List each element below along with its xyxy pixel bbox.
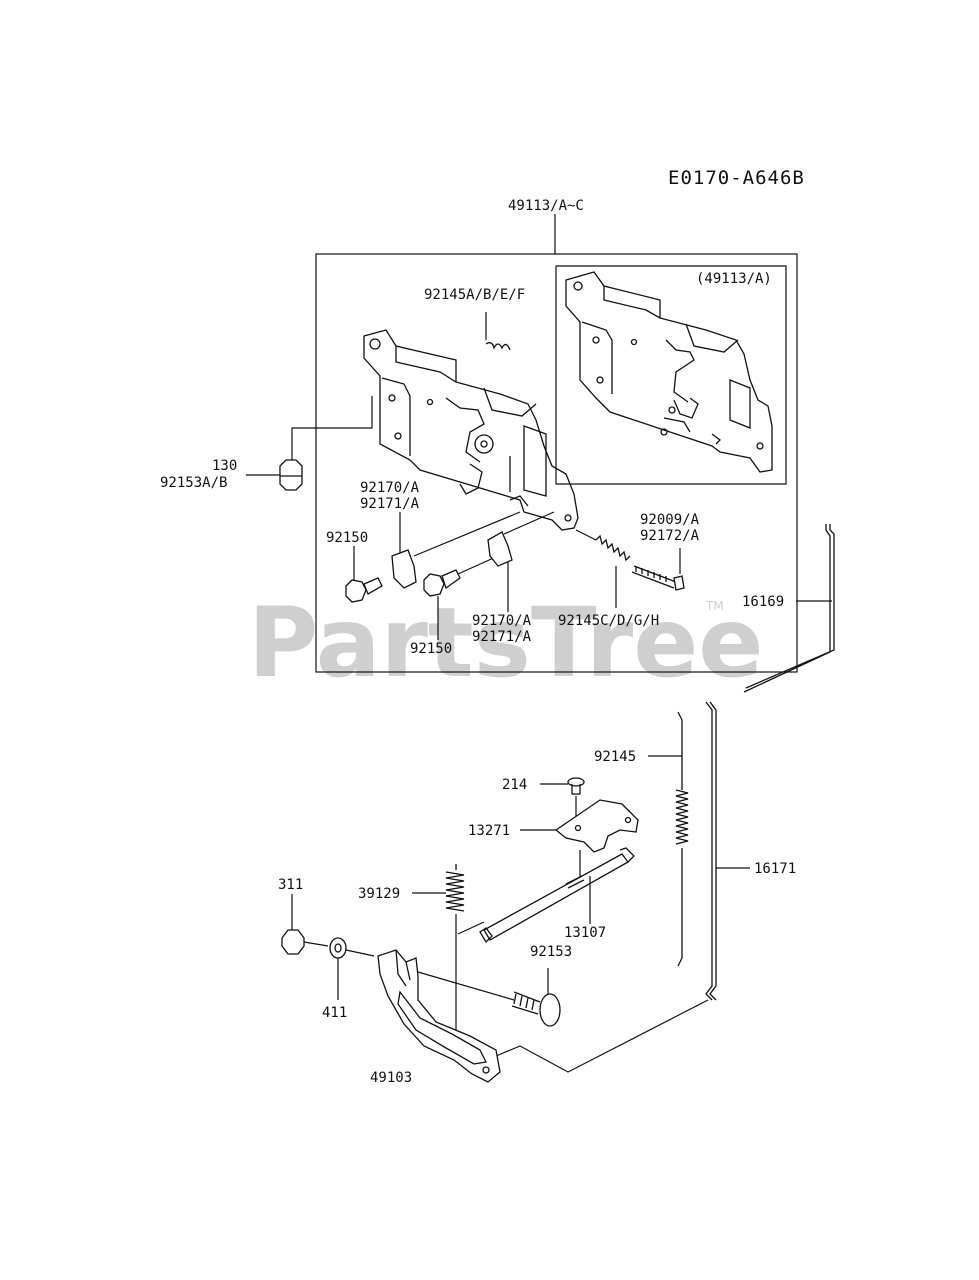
callout-16169[interactable]: 16169 <box>742 594 784 610</box>
callout-screw-bottom[interactable]: 92150 <box>410 641 452 657</box>
inset-bracket-drawing <box>565 271 773 473</box>
callout-214[interactable]: 214 <box>502 777 527 793</box>
diagram-code: E0170-A646B <box>668 167 805 189</box>
spring-92145cdgh <box>575 529 631 608</box>
callout-13271[interactable]: 13271 <box>468 823 510 839</box>
shaft-13107 <box>457 847 635 944</box>
callout-clip-lower-b[interactable]: 92171/A <box>472 629 532 645</box>
bolt-130 <box>246 396 373 491</box>
assembly-frame <box>315 214 798 673</box>
callout-clip-upper-a[interactable]: 92170/A <box>360 480 420 496</box>
callout-screw-right-a[interactable]: 92009/A <box>640 512 700 528</box>
callout-130[interactable]: 130 <box>212 458 237 474</box>
bolt-92153 <box>417 968 561 1027</box>
callout-39129[interactable]: 39129 <box>358 886 400 902</box>
callout-16171[interactable]: 16171 <box>754 861 796 877</box>
rod-16171 <box>495 701 750 1073</box>
inset-frame <box>555 265 787 485</box>
callout-clip-lower-a[interactable]: 92170/A <box>472 613 532 629</box>
screw-92150-bottom <box>423 555 499 640</box>
callout-spring-top[interactable]: 92145A/B/E/F <box>424 287 525 303</box>
screw-92150-left <box>345 546 383 603</box>
screw-214 <box>540 777 585 820</box>
callout-92145[interactable]: 92145 <box>594 749 636 765</box>
callout-assembly[interactable]: 49113/A~C <box>508 198 584 214</box>
callout-spring-mid[interactable]: 92145C/D/G/H <box>558 613 659 629</box>
callout-49103[interactable]: 49103 <box>370 1070 412 1086</box>
screw-92009 <box>631 548 685 591</box>
lever-49103 <box>377 949 501 1083</box>
callout-92153ab[interactable]: 92153A/B <box>160 475 227 491</box>
spring-92145abef <box>485 312 511 351</box>
clip-lower <box>487 511 555 612</box>
spring-39129 <box>412 864 465 1030</box>
spring-92145 <box>648 711 689 967</box>
callout-311[interactable]: 311 <box>278 877 303 893</box>
main-bracket-drawing <box>363 329 579 531</box>
rod-16169 <box>743 524 835 693</box>
callout-screw-right-b[interactable]: 92172/A <box>640 528 700 544</box>
nut-311 <box>281 894 329 955</box>
callout-13107[interactable]: 13107 <box>564 925 606 941</box>
washer-411 <box>329 937 375 1000</box>
watermark-text: PartsTree <box>248 587 763 699</box>
plate-13271 <box>520 799 639 880</box>
watermark-trademark: TM <box>705 599 724 613</box>
callout-clip-upper-b[interactable]: 92171/A <box>360 496 420 512</box>
callout-411[interactable]: 411 <box>322 1005 347 1021</box>
callout-inset[interactable]: (49113/A) <box>696 271 772 287</box>
callout-screw-left[interactable]: 92150 <box>326 530 368 546</box>
clip-upper <box>391 511 521 589</box>
callout-92153[interactable]: 92153 <box>530 944 572 960</box>
